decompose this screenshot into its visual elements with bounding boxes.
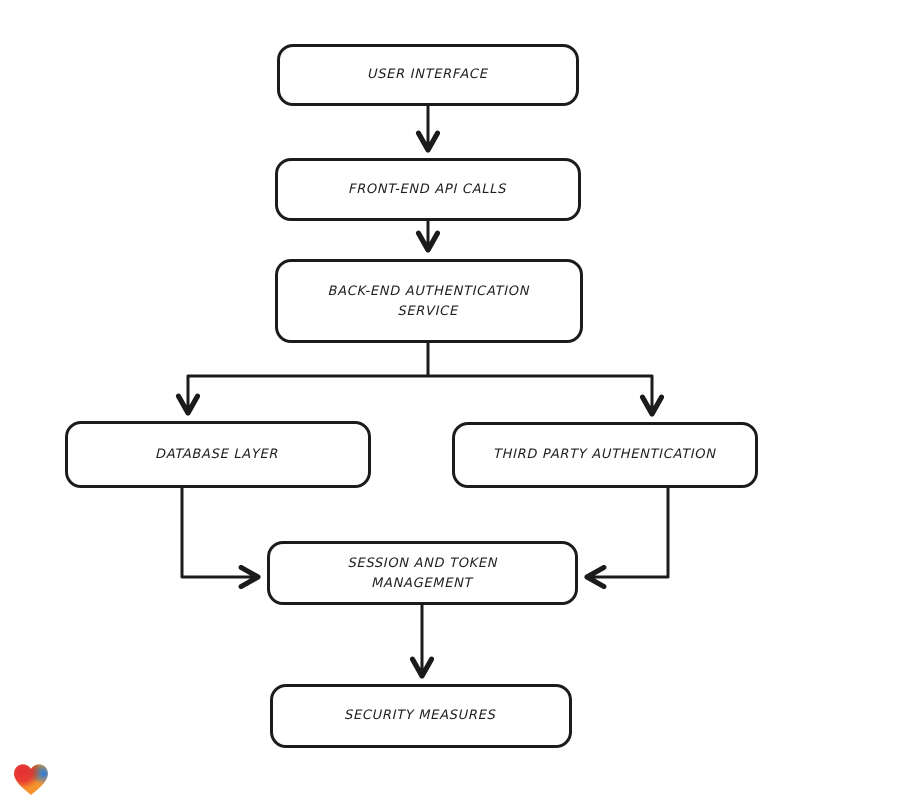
edge-thirdparty-to-session	[584, 486, 670, 590]
node-security-measures: SECURITY MEASURES	[270, 684, 572, 748]
node-database-layer-label: DATABASE LAYER	[156, 446, 280, 462]
node-security-measures-label: SECURITY MEASURES	[345, 708, 497, 724]
edge-database-to-session	[180, 486, 261, 590]
gradient-heart-icon	[14, 764, 48, 795]
node-front-end-api-calls: FRONT-END API CALLS	[275, 158, 581, 221]
node-session-and-token-management-label: SESSION AND TOKEN MANAGEMENT	[347, 555, 498, 591]
node-user-interface: USER INTERFACE	[277, 44, 579, 106]
node-third-party-authentication: THIRD PARTY AUTHENTICATION	[452, 422, 758, 488]
node-database-layer: DATABASE LAYER	[65, 421, 371, 488]
node-back-end-authentication-service-label: BACK-END AUTHENTICATION SERVICE	[328, 283, 531, 319]
node-session-and-token-management: SESSION AND TOKEN MANAGEMENT	[267, 541, 578, 605]
edge-backend-to-thirdparty	[426, 374, 665, 417]
node-front-end-api-calls-label: FRONT-END API CALLS	[348, 181, 508, 197]
node-third-party-authentication-label: THIRD PARTY AUTHENTICATION	[493, 447, 717, 463]
node-back-end-authentication-service: BACK-END AUTHENTICATION SERVICE	[275, 259, 583, 343]
heart-logo-badge[interactable]	[10, 758, 52, 800]
node-user-interface-label: USER INTERFACE	[367, 67, 489, 83]
edge-backend-to-database	[175, 374, 430, 416]
